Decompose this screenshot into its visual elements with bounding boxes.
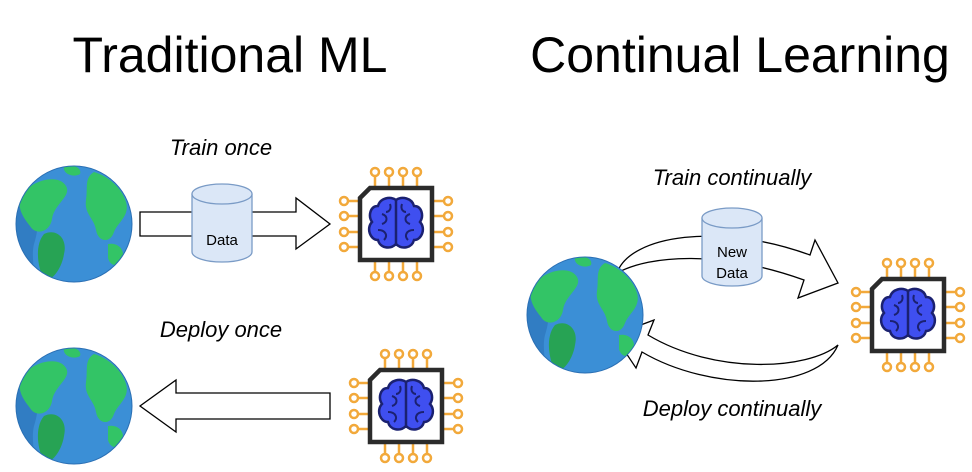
database-icon: New Data bbox=[701, 207, 763, 287]
globe-icon bbox=[15, 347, 133, 465]
database-icon: Data bbox=[191, 183, 253, 263]
brain-chip-icon bbox=[338, 166, 454, 282]
brain-chip-icon bbox=[348, 348, 464, 464]
database-label-line1: New bbox=[717, 244, 747, 261]
train-continually-caption: Train continually bbox=[653, 165, 814, 190]
globe-icon bbox=[15, 165, 133, 283]
globe-icon bbox=[526, 256, 644, 374]
train-continually-arrow bbox=[615, 235, 839, 300]
deploy-continually-caption: Deploy continually bbox=[643, 396, 824, 421]
deploy-once-arrow bbox=[138, 378, 331, 434]
database-label: Data bbox=[206, 232, 238, 249]
deploy-continually-arrow bbox=[613, 318, 839, 382]
deploy-once-caption: Deploy once bbox=[160, 317, 282, 342]
train-once-caption: Train once bbox=[170, 135, 272, 160]
continual-learning-title: Continual Learning bbox=[530, 27, 950, 83]
brain-chip-icon bbox=[850, 257, 966, 373]
traditional-ml-title: Traditional ML bbox=[73, 27, 388, 83]
database-label-line2: Data bbox=[716, 265, 748, 282]
